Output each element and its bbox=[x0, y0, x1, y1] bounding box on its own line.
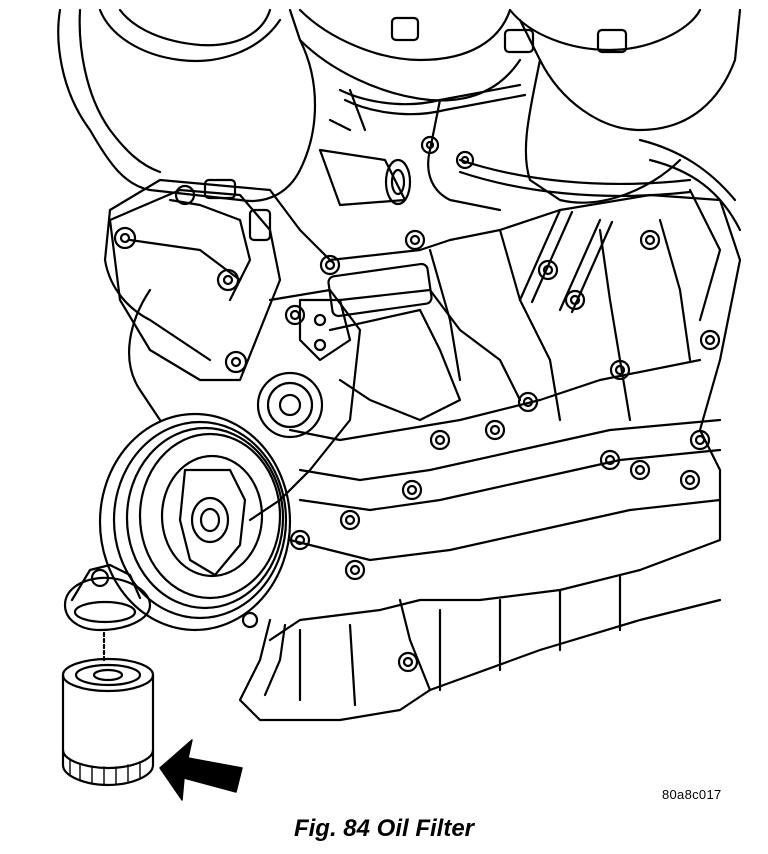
fuel-rail bbox=[338, 83, 722, 322]
figure-caption: Fig. 84 Oil Filter bbox=[293, 815, 475, 842]
engine-mount-bracket bbox=[108, 178, 341, 382]
oil-filter-adapter bbox=[63, 563, 152, 662]
block-bolts bbox=[289, 135, 721, 581]
oil-filter bbox=[61, 657, 155, 787]
arrow-pointing-to-oil-filter-icon bbox=[159, 739, 243, 801]
coupling-fitting bbox=[318, 88, 412, 207]
engine-block bbox=[103, 178, 742, 642]
timing-cover bbox=[248, 262, 522, 522]
crankshaft-pulley bbox=[98, 412, 292, 632]
intake-manifold bbox=[57, 8, 742, 232]
oil-pan bbox=[238, 573, 722, 722]
figure-reference-code: 80a8c017 bbox=[662, 787, 722, 802]
